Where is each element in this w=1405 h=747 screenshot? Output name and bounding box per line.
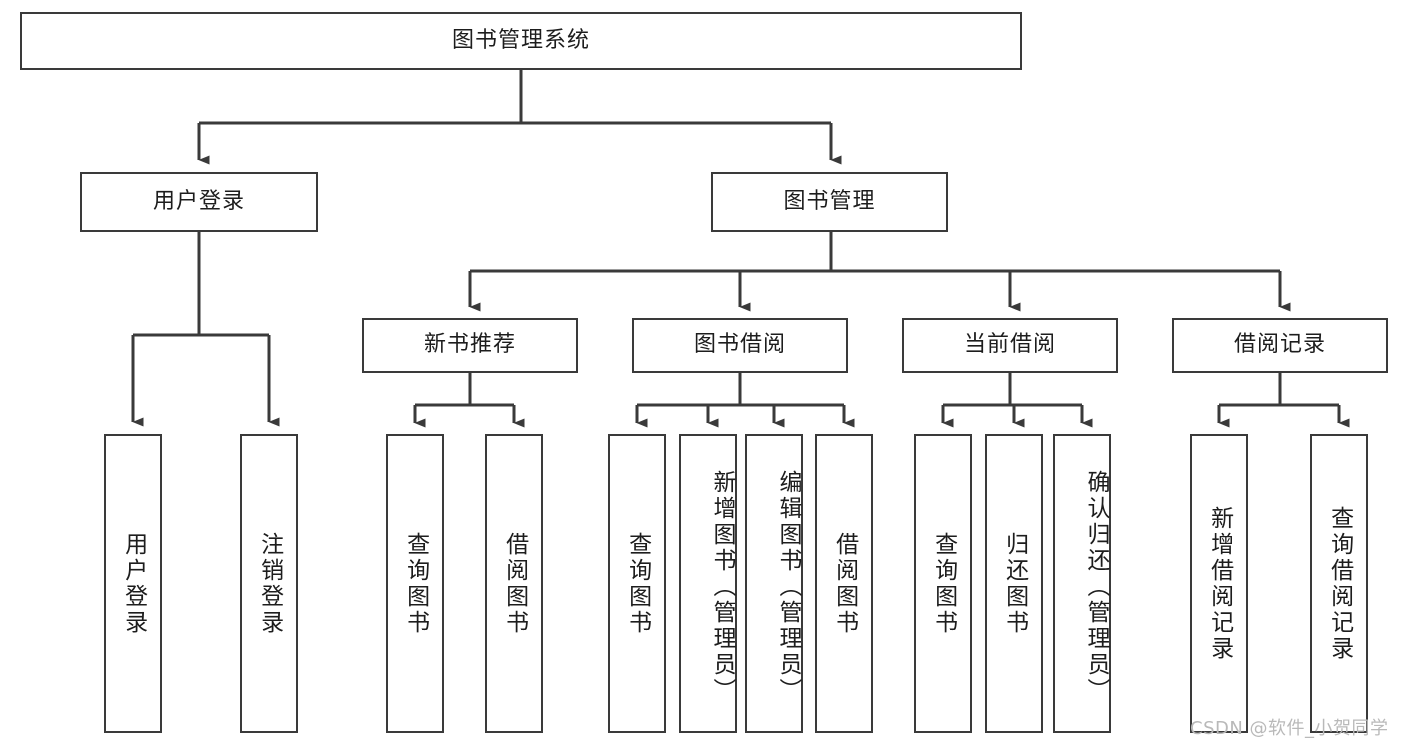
node-new-book-recommendation[interactable]: 新书推荐 (362, 318, 578, 373)
leaf-user-login[interactable]: 用户登录 (104, 434, 162, 733)
leaf-query-book-borrow[interactable]: 查询图书 (608, 434, 666, 733)
leaf-query-book-current[interactable]: 查询图书 (914, 434, 972, 733)
leaf-logout[interactable]: 注销登录 (240, 434, 298, 733)
csdn-watermark: CSDN @软件_小贺同学 (1190, 718, 1389, 739)
leaf-confirm-return-admin[interactable]: 确认归还（管理员） (1053, 434, 1111, 733)
node-root[interactable]: 图书管理系统 (20, 12, 1022, 70)
leaf-edit-book-admin[interactable]: 编辑图书（管理员） (745, 434, 803, 733)
node-book-manage[interactable]: 图书管理 (711, 172, 948, 232)
node-current-borrow[interactable]: 当前借阅 (902, 318, 1118, 373)
leaf-return-book[interactable]: 归还图书 (985, 434, 1043, 733)
leaf-add-borrow-record[interactable]: 新增借阅记录 (1190, 434, 1248, 733)
node-user-login[interactable]: 用户登录 (80, 172, 318, 232)
node-borrow-record[interactable]: 借阅记录 (1172, 318, 1388, 373)
node-book-borrow[interactable]: 图书借阅 (632, 318, 848, 373)
leaf-query-borrow-record[interactable]: 查询借阅记录 (1310, 434, 1368, 733)
leaf-borrow-book[interactable]: 借阅图书 (815, 434, 873, 733)
leaf-add-book-admin[interactable]: 新增图书（管理员） (679, 434, 737, 733)
leaf-borrow-book-recommendation[interactable]: 借阅图书 (485, 434, 543, 733)
leaf-query-book-recommendation[interactable]: 查询图书 (386, 434, 444, 733)
